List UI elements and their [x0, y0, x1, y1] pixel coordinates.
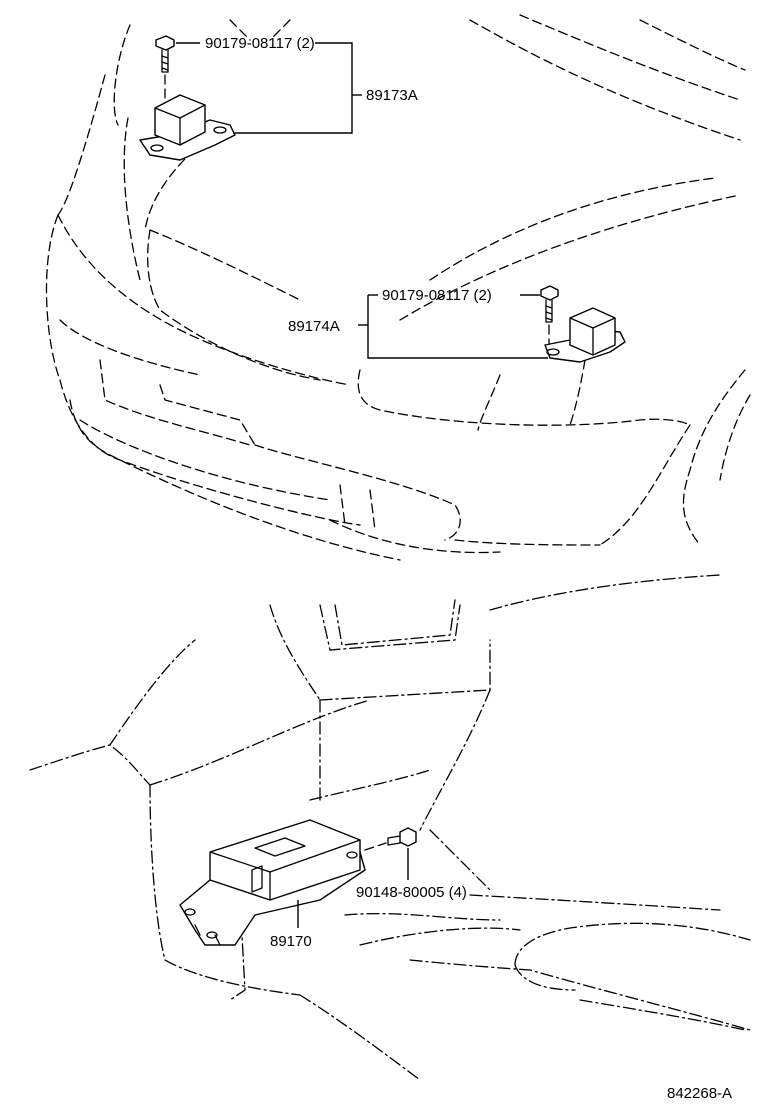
- bolt-middle-icon: [540, 285, 559, 344]
- bolt-upper-icon: [155, 35, 175, 101]
- callout-bolt-lower: 90148-80005 (4): [356, 884, 467, 901]
- front-airbag-sensor-89174a: [544, 307, 626, 363]
- bolt-lower-icon: [364, 827, 417, 851]
- callout-bolt-upper: 90179-08117 (2): [205, 35, 315, 52]
- front-airbag-sensor-89173a: [139, 94, 236, 161]
- callout-sensor-89174a: 89174A: [288, 318, 340, 335]
- callout-airbag-ecu-89170: 89170: [270, 933, 312, 950]
- callout-sensor-89173a: 89173A: [366, 87, 418, 104]
- front-body-outline: [45, 14, 751, 561]
- drawing-number: 842268-A: [667, 1085, 732, 1102]
- airbag-sensor-assembly-89170: [179, 819, 366, 946]
- leader-lines: [176, 42, 548, 928]
- callout-bolt-middle: 90179-08117 (2): [382, 287, 492, 304]
- floor-tunnel-outline: [29, 574, 751, 1081]
